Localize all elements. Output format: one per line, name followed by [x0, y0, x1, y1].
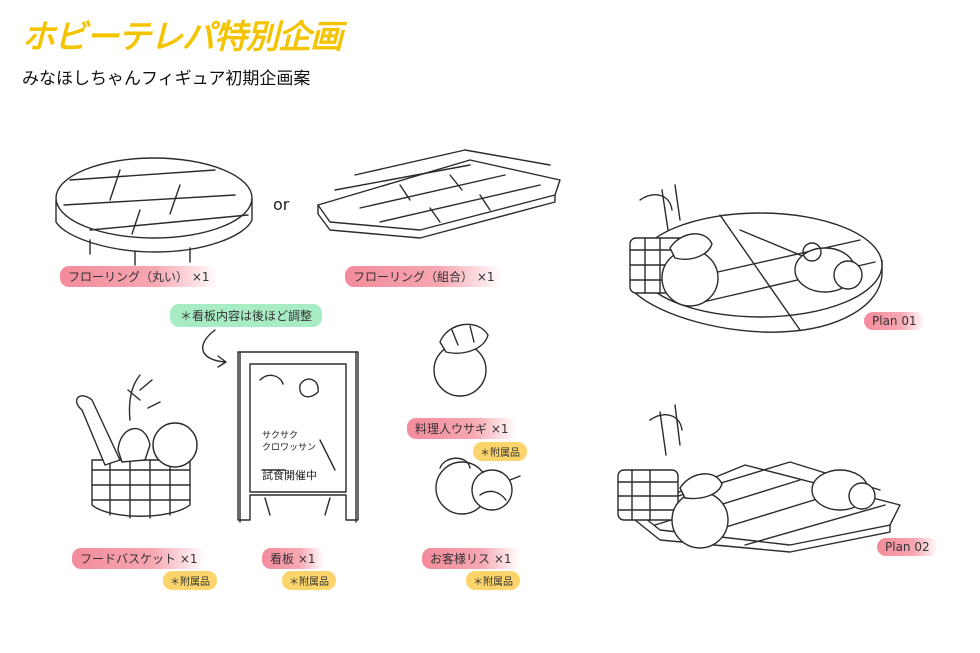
signboard-line-2: クロワッサン [262, 443, 317, 453]
signboard-sketch [237, 351, 359, 523]
label-cooking-rabbit-accessory: ＊附属品 [473, 442, 527, 461]
cooking-rabbit-sketch [433, 323, 489, 397]
sign-note-arrow [202, 329, 227, 368]
customer-squirrel-sketch [435, 457, 521, 515]
label-flooring-combo: フローリング（組合） ×1 [345, 266, 503, 287]
label-sign-note: ＊看板内容は後ほど調整 [170, 304, 323, 327]
combo-flooring-sketch [317, 149, 561, 239]
label-plan-02: Plan 02 [877, 538, 938, 556]
label-customer-squirrel-accessory: ＊附属品 [466, 571, 520, 590]
brand-title: ホビーテレパ特別企画 [22, 17, 343, 56]
label-flooring-round: フローリング（丸い） ×1 [60, 266, 218, 287]
label-cooking-rabbit: 料理人ウサギ ×1 [407, 418, 517, 439]
food-basket-sketch [76, 374, 198, 519]
signboard-line-3: 試食開催中 [262, 469, 317, 482]
label-food-basket-accessory: ＊附属品 [163, 571, 217, 590]
page-subtitle: みなほしちゃんフィギュア初期企画案 [22, 69, 311, 89]
signboard-content: サクサク クロワッサン 試食開催中 [262, 430, 317, 482]
signboard-line-1: サクサク [262, 431, 299, 441]
label-plan-01: Plan 01 [864, 312, 925, 330]
or-connector: or [273, 195, 290, 214]
round-flooring-sketch [55, 157, 253, 266]
plan-01-sketch [629, 184, 883, 333]
label-signboard: 看板 ×1 [262, 548, 324, 569]
label-food-basket: フードバスケット ×1 [72, 548, 206, 569]
label-customer-squirrel: お客様リス ×1 [422, 548, 520, 569]
plan-02-sketch [617, 404, 901, 553]
label-signboard-accessory: ＊附属品 [282, 571, 336, 590]
